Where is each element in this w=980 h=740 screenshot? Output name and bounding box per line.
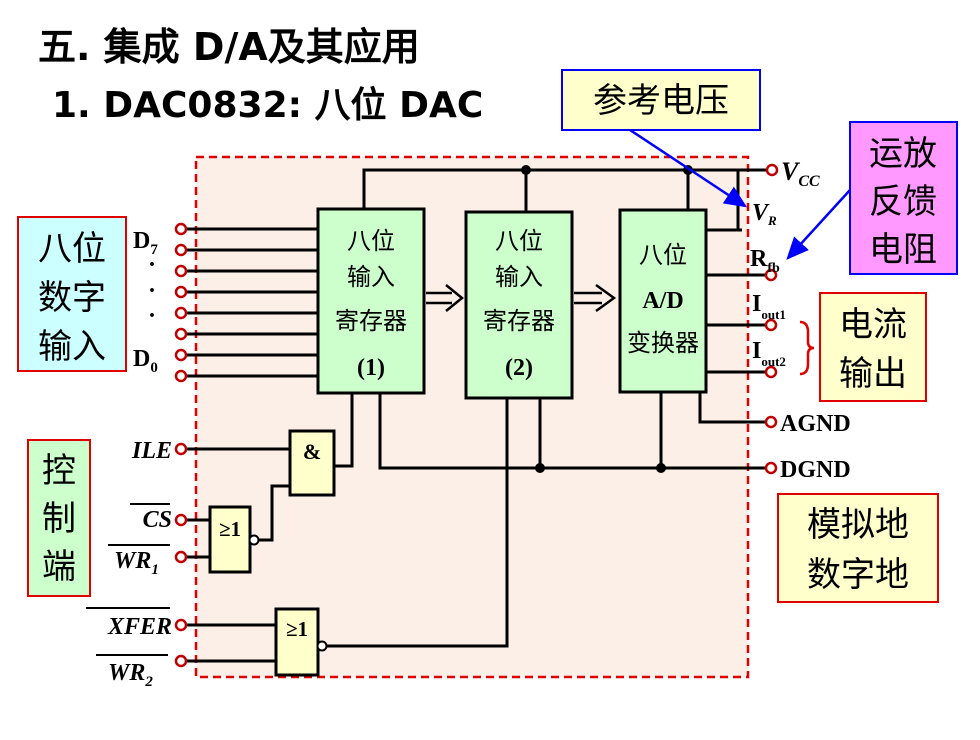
or-gate-2-bubble [316,640,328,652]
conv-line3: 变换器 [627,329,699,357]
current-output-line2: 输出 [839,354,907,394]
pin-dgnd-label: DGND [780,457,851,483]
pin-iout2-label: Iout2 [752,338,786,369]
or-gate-1-bubble [248,534,260,546]
pin-iout1-label: Iout1 [752,291,786,322]
pin-circles [174,163,779,668]
reg2-line4: (2) [505,355,533,381]
conv-line1: 八位 [639,241,687,269]
pin-ile-label: ILE [131,438,172,464]
opamp-feedback-line2: 反馈 [869,182,937,222]
page-subtitle: 1. DAC0832: 八位 DAC [52,85,483,126]
grounds-callout [777,493,939,603]
control-callout [27,439,91,597]
reg1-line4: (1) [357,355,385,381]
opamp-feedback-callout [849,121,958,275]
opamp-feedback-line1: 运放 [869,134,937,174]
reg2-line2: 输入 [495,263,543,291]
pin-agnd-label: AGND [780,411,851,437]
reg2-line3: 寄存器 [483,307,555,335]
page-title: 五. 集成 D/A及其应用 [38,25,420,69]
control-line1: 控 [42,451,76,491]
data-flow-arrows [426,283,617,313]
digital-input-line2: 数字 [38,278,106,318]
or-gate-2-label: ≥1 [286,617,308,641]
dac-register-block [464,210,574,400]
reg1-line3: 寄存器 [335,307,407,335]
pin-d0-label: D0 [133,346,158,376]
control-line3: 端 [42,547,76,587]
pin-xfer-label: XFER [107,614,172,640]
opamp-feedback-arrow [786,189,851,260]
opamp-feedback-line3: 电阻 [869,230,937,270]
reference-voltage-callout [561,69,761,131]
conv-line2: A/D [642,288,683,314]
internal-wiring [186,168,768,663]
or-gate-1-label: ≥1 [219,517,241,541]
or-gate-2 [274,607,320,677]
grounds-line2: 数字地 [807,555,909,595]
control-line2: 制 [42,499,76,539]
and-gate-label: & [303,439,321,464]
pin-dot-1: · [148,252,156,278]
reg1-line1: 八位 [347,227,395,255]
pin-wr1-label: WR1 [114,548,159,578]
reg2-line1: 八位 [495,227,543,255]
grounds-line1: 模拟地 [807,505,909,545]
reference-voltage-arrow [629,128,748,208]
converter-block [618,208,708,394]
pin-dot-2: · [148,278,156,304]
pin-rfb-label: Rfb [750,246,780,276]
and-gate [288,429,336,497]
current-output-callout [819,292,927,402]
pin-cs-label: CS [143,507,172,533]
current-output-brace [799,320,815,376]
reference-voltage-text: 参考电压 [593,81,729,121]
pin-vr-label: VR [752,200,777,228]
pin-vcc-label: VCC [781,157,820,190]
pin-d7-label: D7 [133,228,158,258]
junction-dots [521,165,693,473]
digital-input-line1: 八位 [38,229,106,269]
input-register-block [316,207,426,395]
or-gate-1 [208,505,252,574]
reg1-line2: 输入 [347,263,395,291]
current-output-line1: 电流 [839,305,907,345]
pin-wr2-label: WR2 [108,660,153,690]
digital-input-line3: 输入 [38,327,106,367]
digital-input-callout [17,216,127,372]
pin-dot-3: · [148,303,156,329]
